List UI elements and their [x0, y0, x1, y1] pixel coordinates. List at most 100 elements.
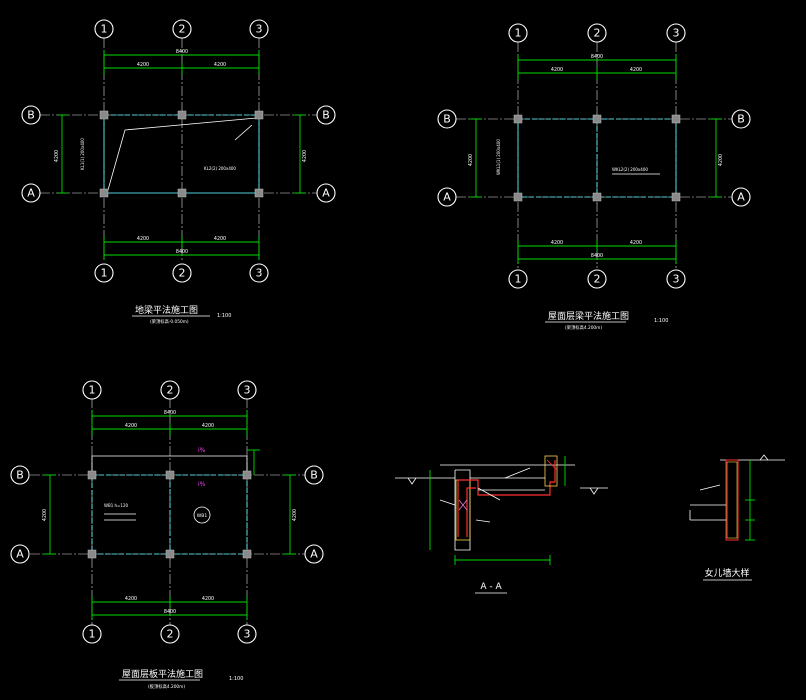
svg-text:2: 2 [179, 23, 186, 36]
section-a-a: A - A [395, 455, 608, 594]
axis-bubble-A-left: A [437, 187, 457, 207]
svg-text:4200: 4200 [468, 154, 474, 166]
svg-text:4200: 4200 [54, 150, 60, 162]
axis-bubble-2-bottom: 2 [172, 263, 192, 283]
drawing-subtitle: (梁顶标高-0.050m) [150, 318, 189, 325]
svg-text:3: 3 [244, 384, 251, 397]
axis-bubble-B-left: B [21, 105, 41, 125]
beam-label-center: KL2(2) 200x400 [204, 166, 236, 171]
svg-text:4200: 4200 [214, 236, 226, 242]
dimension-top: 8400 4200 4200 [103, 49, 260, 75]
svg-text:A: A [443, 191, 451, 204]
beam-label-left: WKL1(1) 200x400 [496, 139, 501, 175]
svg-text:1: 1 [515, 27, 522, 40]
svg-text:2: 2 [167, 384, 174, 397]
dimension-sides: 4200 4200 [54, 114, 308, 194]
axis-bubble-2-bottom: 2 [160, 624, 180, 644]
axis-bubble-3-top: 3 [249, 19, 269, 39]
svg-text:4200: 4200 [302, 150, 308, 162]
drawing-ground-beam-plan: 1 2 3 1 2 3 B A B A 8400 4200 4200 4200 [21, 19, 336, 325]
drawing-roof-beam-plan: 1 2 3 1 2 3 B A B A 8400 4200 4200 4200 … [437, 23, 751, 331]
svg-text:1: 1 [101, 267, 108, 280]
svg-text:B: B [322, 109, 330, 122]
svg-text:2: 2 [167, 628, 174, 641]
svg-text:4200: 4200 [630, 240, 642, 246]
svg-text:4200: 4200 [202, 423, 214, 429]
axis-bubble-3-bottom: 3 [666, 269, 686, 289]
axis-bubble-2-bottom: 2 [587, 269, 607, 289]
svg-text:B: B [443, 113, 451, 126]
axis-bubble-3-top: 3 [237, 380, 257, 400]
drawing-scale: 1:100 [217, 313, 231, 319]
beam-label-left: KL1(1) 200x400 [80, 138, 85, 170]
drawing-title: 地梁平法施工图 [135, 304, 198, 316]
axis-bubble-2-top: 2 [172, 19, 192, 39]
svg-text:2: 2 [594, 273, 601, 286]
svg-text:A: A [310, 548, 318, 561]
svg-text:4200: 4200 [214, 62, 226, 68]
svg-text:4200: 4200 [125, 596, 137, 602]
svg-text:1: 1 [101, 23, 108, 36]
svg-text:4200: 4200 [125, 423, 137, 429]
svg-text:4200: 4200 [137, 236, 149, 242]
slab-note: WB1 h=120 [104, 503, 128, 508]
svg-text:1: 1 [515, 273, 522, 286]
svg-text:1: 1 [89, 384, 96, 397]
axis-bubble-1-bottom: 1 [94, 263, 114, 283]
svg-text:4200: 4200 [292, 509, 298, 521]
svg-text:B: B [310, 469, 318, 482]
drawing-subtitle: (梁顶标高4.200m) [565, 324, 602, 331]
axis-bubble-B-right: B [731, 109, 751, 129]
axis-bubble-B-right: B [316, 105, 336, 125]
svg-text:A: A [27, 187, 35, 200]
axis-bubble-A-right: A [731, 187, 751, 207]
svg-text:2: 2 [179, 267, 186, 280]
svg-text:4200: 4200 [551, 240, 563, 246]
dimension-top: 8400 4200 4200 [91, 410, 248, 436]
svg-text:3: 3 [244, 628, 251, 641]
svg-text:1: 1 [89, 628, 96, 641]
svg-text:8400: 8400 [176, 49, 188, 55]
slope-mark-top: i% [198, 447, 206, 454]
svg-text:4200: 4200 [137, 62, 149, 68]
svg-text:3: 3 [673, 27, 680, 40]
axis-bubble-1-bottom: 1 [82, 624, 102, 644]
drawing-scale: 1:100 [229, 676, 243, 682]
slab-mark: WB1 [193, 506, 211, 524]
drawing-scale: 1:100 [654, 318, 668, 324]
axis-bubble-A-left: A [21, 183, 41, 203]
dimension-sides: 4200 4200 [42, 474, 298, 555]
axis-bubble-A-left: A [10, 544, 30, 564]
axis-bubble-3-bottom: 3 [249, 263, 269, 283]
svg-text:B: B [737, 113, 745, 126]
svg-text:A: A [16, 548, 24, 561]
svg-text:4200: 4200 [42, 509, 48, 521]
svg-text:8400: 8400 [176, 249, 188, 255]
dimension-sides: 4200 4200 [468, 118, 724, 198]
axis-bubble-2-top: 2 [587, 23, 607, 43]
svg-text:8400: 8400 [164, 609, 176, 615]
section-label: A - A [480, 582, 502, 592]
dimension-bottom: 4200 4200 8400 [517, 240, 677, 264]
drawing-title: 屋面层板平法施工图 [122, 668, 203, 680]
svg-text:A: A [322, 187, 330, 200]
axis-bubble-3-bottom: 3 [237, 624, 257, 644]
detail-label: 女儿墙大样 [704, 567, 749, 579]
dimension-bottom: 4200 4200 8400 [91, 596, 248, 620]
axis-bubble-3-top: 3 [666, 23, 686, 43]
svg-text:WB1: WB1 [197, 513, 208, 519]
svg-text:8400: 8400 [591, 54, 603, 60]
axis-bubble-1-top: 1 [508, 23, 528, 43]
beam-label-center: WKL2(2) 200x400 [612, 167, 648, 172]
svg-text:2: 2 [594, 27, 601, 40]
axis-bubble-1-bottom: 1 [508, 269, 528, 289]
axis-bubble-1-top: 1 [94, 19, 114, 39]
dimension-top: 8400 4200 4200 [517, 54, 677, 80]
svg-text:8400: 8400 [591, 253, 603, 259]
svg-text:4200: 4200 [630, 67, 642, 73]
axis-bubble-1-top: 1 [82, 380, 102, 400]
dimension-bottom: 4200 4200 8400 [103, 236, 260, 260]
svg-text:B: B [27, 109, 35, 122]
svg-text:4200: 4200 [718, 154, 724, 166]
svg-text:4200: 4200 [202, 596, 214, 602]
